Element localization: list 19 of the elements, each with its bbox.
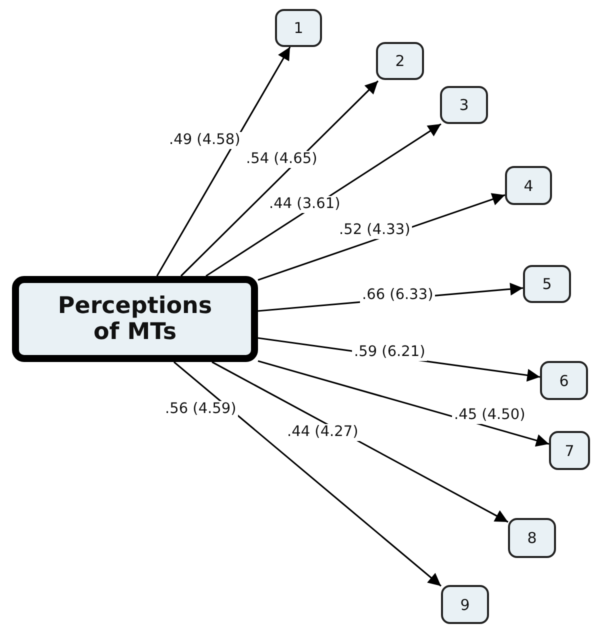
- concept-box: Perceptions of MTs: [12, 276, 258, 362]
- item-number-box: 7: [549, 431, 590, 470]
- item-number-box: 4: [505, 166, 552, 205]
- edge-label: .66 (6.33): [360, 287, 436, 304]
- item-number-box: 1: [275, 9, 322, 47]
- arrow: [156, 46, 291, 276]
- item-number-box: 2: [376, 42, 424, 80]
- item-number-box: 6: [540, 361, 588, 400]
- arrow: [180, 80, 379, 277]
- arrow: [258, 360, 550, 447]
- item-number-box: 9: [441, 585, 489, 624]
- item-number-box: 8: [508, 518, 556, 558]
- arrow: [212, 361, 508, 523]
- edge-label: .59 (6.21): [352, 344, 428, 362]
- arrow: [173, 361, 442, 587]
- edge-label: .45 (4.50): [452, 407, 528, 424]
- arrow: [206, 123, 442, 277]
- item-number-box: 3: [440, 86, 488, 124]
- item-number-box: 5: [523, 265, 571, 303]
